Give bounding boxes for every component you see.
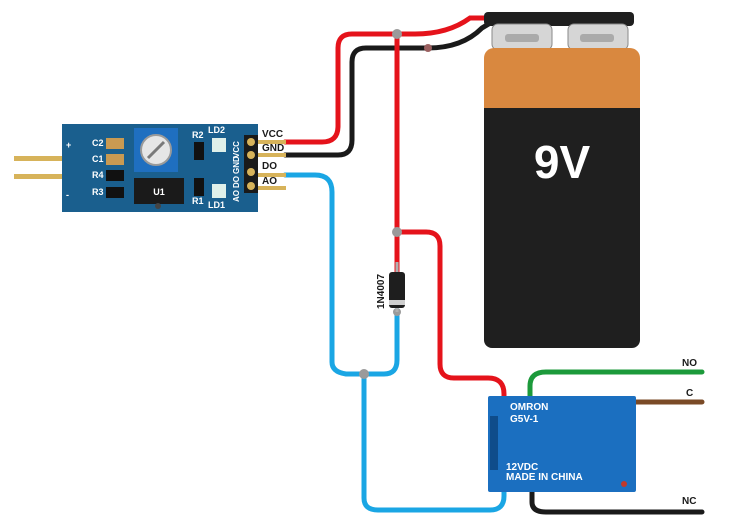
sensor-module: + - C2 C1 R4 R3 U1 R2 LD2 R1 LD1 VCC GND… <box>14 124 286 212</box>
pin-label-do: DO <box>262 161 277 172</box>
label-r3: R3 <box>92 187 104 197</box>
pin-label-vcc: VCC <box>262 129 283 140</box>
header-pin-bottom <box>14 174 72 179</box>
junction-bottom <box>359 369 369 379</box>
label-ld1: LD1 <box>208 200 225 210</box>
diode-label: 1N4007 <box>376 274 387 309</box>
relay-origin: MADE IN CHINA <box>506 472 583 483</box>
junction-black <box>424 44 432 52</box>
board-label-do: DO <box>232 176 241 188</box>
junction-mid <box>392 227 402 237</box>
wire-red-to-relay <box>394 229 507 407</box>
terminal-label-nc: NC <box>682 496 696 507</box>
label-r4: R4 <box>92 170 104 180</box>
pin-label-ao: AO <box>262 176 277 187</box>
battery-label: 9V <box>534 136 591 188</box>
board-label-gnd: GND <box>232 156 241 174</box>
label-r2: R2 <box>192 130 204 140</box>
relay-brand: OMRON <box>510 402 548 413</box>
label-u1: U1 <box>153 187 165 197</box>
wire-do-blue <box>282 172 400 377</box>
relay-module: OMRON G5V-1 12VDC MADE IN CHINA <box>488 396 636 492</box>
label-r1: R1 <box>192 196 204 206</box>
wire-blue-to-relay <box>361 371 507 513</box>
terminal-label-no: NO <box>682 358 697 369</box>
relay-voltage: 12VDC <box>506 462 538 473</box>
wire-nc-black <box>529 485 705 515</box>
label-c2: C2 <box>92 138 104 148</box>
wire-gnd-black <box>282 19 495 158</box>
header-pin-top <box>14 156 72 161</box>
pin-label-gnd: GND <box>262 143 284 154</box>
diode: 1N4007 <box>376 262 405 312</box>
terminal-label-c: C <box>686 388 693 399</box>
relay-model: G5V-1 <box>510 414 539 425</box>
battery-9v: 9V <box>484 12 640 348</box>
label-c1: C1 <box>92 154 104 164</box>
wire-no-green <box>527 369 705 405</box>
header-plus: + <box>66 140 71 150</box>
chip-u1 <box>134 178 184 204</box>
board-label-vcc: VCC <box>232 141 241 158</box>
board-label-ao: AO <box>232 190 241 202</box>
header-minus: - <box>66 190 69 200</box>
junction-top <box>392 29 402 39</box>
wire-vcc-red <box>282 15 491 145</box>
label-ld2: LD2 <box>208 125 225 135</box>
